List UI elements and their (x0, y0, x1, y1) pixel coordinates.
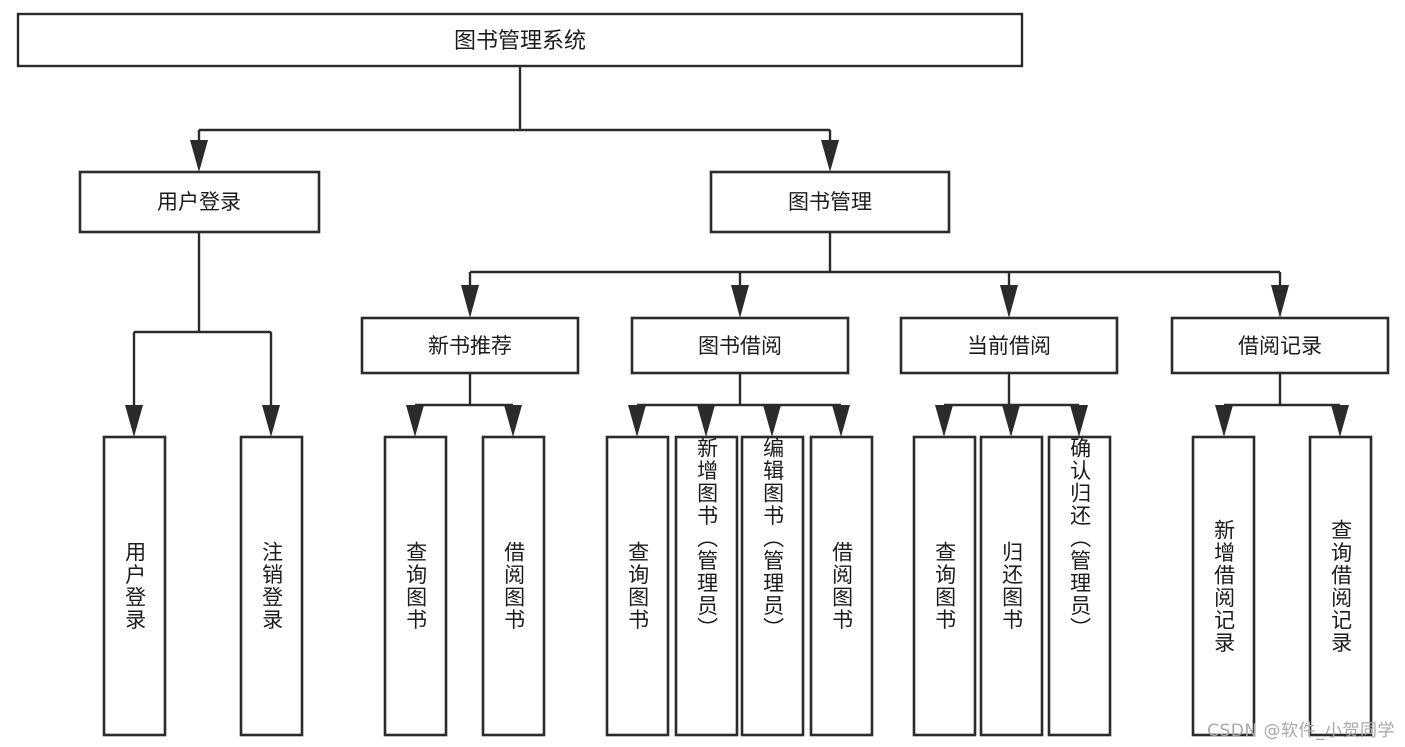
arrow-to-leaf-book-borrow-2 (697, 405, 715, 437)
csdn-watermark: CSDN @软件_小贺同学 (1207, 721, 1395, 741)
arrow-to-borrow-record (1271, 285, 1289, 318)
leaf-box-book-borrow-4[interactable] (809, 435, 874, 737)
arrow-to-leaf-new-book-1 (406, 405, 424, 437)
node-borrow-record-label: 借阅记录 (1238, 334, 1322, 358)
arrow-to-leaf-new-book-2 (504, 405, 522, 437)
leaf-box-current-borrow-2[interactable] (979, 435, 1044, 737)
leaf-box-current-borrow-3[interactable] (1047, 435, 1112, 737)
leaf-box-book-borrow-3[interactable] (740, 435, 805, 737)
arrow-to-leaf-borrow-record-2 (1331, 405, 1349, 437)
node-current-borrow-box (899, 316, 1119, 375)
node-user-login[interactable]: 用户登录 (78, 170, 321, 234)
arrow-to-leaf-book-borrow-3 (763, 405, 781, 437)
arrow-to-leaf-current-borrow-1 (935, 405, 953, 437)
node-current-borrow-label: 当前借阅 (967, 334, 1051, 358)
arrow-to-user-login (190, 140, 208, 172)
node-root[interactable]: 图书管理系统 (16, 12, 1024, 68)
node-current-borrow[interactable]: 当前借阅 (899, 316, 1119, 375)
arrow-to-leaf-current-borrow-3 (1070, 405, 1088, 437)
node-book-borrow-label: 图书借阅 (698, 334, 782, 358)
arrow-to-leaf-borrow-record-1 (1215, 405, 1233, 437)
node-new-book[interactable]: 新书推荐 (360, 316, 580, 375)
leaf-box-current-borrow-1[interactable] (912, 435, 977, 737)
arrow-to-leaf-current-borrow-2 (1002, 405, 1020, 437)
node-new-book-label: 新书推荐 (428, 334, 512, 358)
arrow-to-book-borrow (731, 285, 749, 318)
arrow-to-leaf-book-borrow-1 (628, 405, 646, 437)
leaf-box-user-login-2[interactable] (239, 435, 304, 737)
arrow-to-leaf-user-login-2 (262, 405, 280, 437)
arrow-to-leaf-book-borrow-4 (832, 405, 850, 437)
node-book-manage-label: 图书管理 (788, 190, 872, 214)
leaf-box-borrow-record-1[interactable] (1191, 435, 1256, 737)
arrow-to-new-book (461, 285, 479, 318)
arrow-to-book-manage (821, 140, 839, 172)
node-borrow-record-box (1170, 316, 1390, 375)
node-book-borrow[interactable]: 图书借阅 (630, 316, 850, 375)
node-book-manage[interactable]: 图书管理 (709, 170, 951, 234)
node-borrow-record[interactable]: 借阅记录 (1170, 316, 1390, 375)
arrow-to-leaf-user-login-1 (125, 405, 143, 437)
leaf-box-book-borrow-2[interactable] (674, 435, 739, 737)
node-book-manage-box (709, 170, 951, 234)
leaf-box-book-borrow-1[interactable] (605, 435, 670, 737)
leaf-box-new-book-2[interactable] (481, 435, 546, 737)
arrow-to-current-borrow (1000, 285, 1018, 318)
node-user-login-label: 用户登录 (157, 190, 241, 214)
node-book-borrow-box (630, 316, 850, 375)
node-root-label: 图书管理系统 (454, 29, 586, 54)
node-new-book-box (360, 316, 580, 375)
leaf-box-borrow-record-2[interactable] (1308, 435, 1373, 737)
node-root-box (16, 12, 1024, 68)
leaf-box-user-login-1[interactable] (102, 435, 167, 737)
leaf-box-new-book-1[interactable] (383, 435, 448, 737)
